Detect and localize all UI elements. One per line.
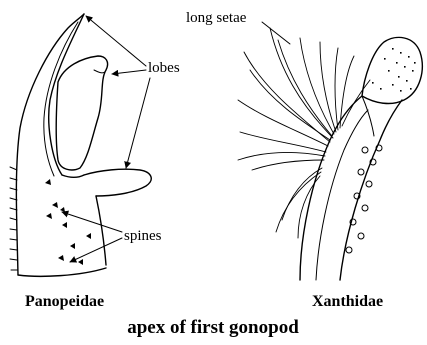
figure-title: apex of first gonopod [127, 317, 299, 338]
xanthidae-gonopod-drawing [238, 28, 422, 280]
lobes-arrow-middle [112, 70, 146, 74]
lobes-arrow-lower [126, 78, 150, 168]
lobes-label: lobes [148, 60, 180, 76]
spines-label: spines [124, 228, 162, 244]
long-setae-label: long setae [186, 10, 247, 26]
lobes-arrow-upper [86, 16, 146, 66]
panopeidae-caption: Panopeidae [25, 293, 104, 310]
long-setae-pointer [262, 22, 290, 44]
spines-arrow-upper [62, 212, 122, 232]
xanthidae-caption: Xanthidae [312, 293, 383, 310]
spines-arrow-lower [70, 238, 122, 262]
